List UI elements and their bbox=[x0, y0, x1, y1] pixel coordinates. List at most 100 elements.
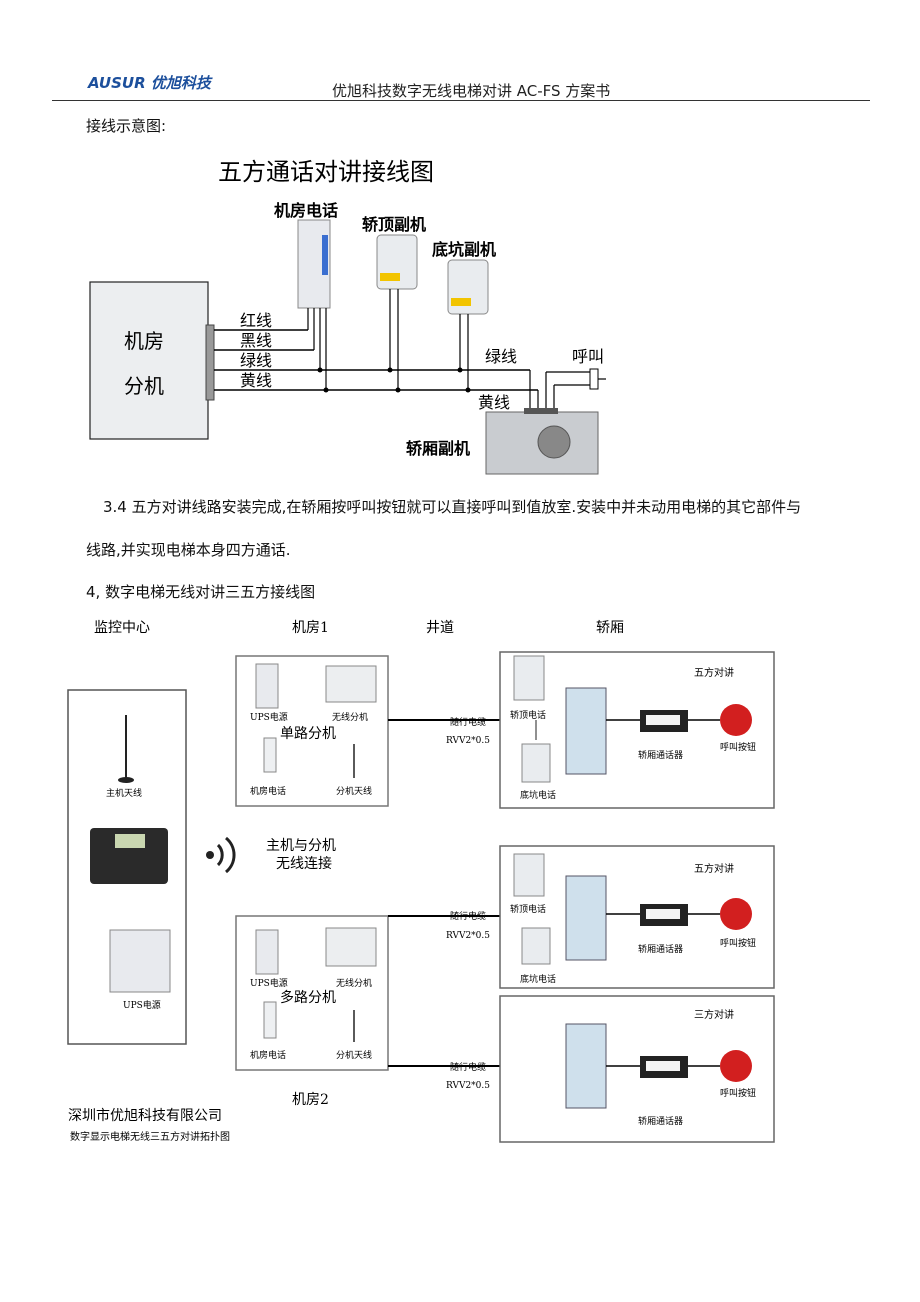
pit-unit-label: 底坑副机 bbox=[432, 240, 496, 259]
wireless-ext-label-room2: 无线分机 bbox=[336, 977, 372, 989]
green-wire-label-right: 绿线 bbox=[485, 347, 517, 366]
single-ext-label: 单路分机 bbox=[280, 726, 336, 742]
car-intercom-label-2: 轿厢通话器 bbox=[638, 943, 683, 955]
three-way-label: 三方对讲 bbox=[694, 1008, 734, 1021]
terminal-block bbox=[205, 324, 215, 401]
col-monitor-center: 监控中心 bbox=[94, 620, 150, 636]
heading-4: 4, 数字电梯无线对讲三五方接线图 bbox=[86, 583, 316, 601]
diagram1-title: 五方通话对讲接线图 bbox=[218, 158, 434, 186]
paragraph-3-4-cont: 线路,并实现电梯本身四方通话. bbox=[86, 541, 291, 559]
company-logo: AUSUR 优旭科技 bbox=[88, 74, 211, 92]
room-phone-device-room2 bbox=[263, 1001, 277, 1039]
junction-dot bbox=[317, 367, 323, 373]
wiring-diagram-five-way: 五方通话对讲接线图 机房电话 轿顶副机 底坑副机 机房 分机 红线 黑线 绿线 … bbox=[89, 158, 606, 475]
wave bbox=[224, 836, 236, 874]
cable-spec-label-1: RVV2*0.5 bbox=[446, 736, 490, 746]
wire-label-black: 黑线 bbox=[240, 331, 272, 350]
junction-dot bbox=[395, 387, 401, 393]
pit-phone-label-1: 底坑电话 bbox=[520, 789, 556, 801]
intercom-label bbox=[646, 1061, 680, 1071]
wireless-ext-device-room1 bbox=[325, 665, 377, 703]
junction-dot bbox=[457, 367, 463, 373]
car-intercom-label-1: 轿厢通话器 bbox=[638, 749, 683, 761]
host-link-line1: 主机与分机 bbox=[266, 838, 336, 854]
ups-device-center bbox=[109, 929, 171, 993]
diagram-caption: 数字显示电梯无线三五方对讲拓扑图 bbox=[70, 1130, 230, 1143]
call-button-icon-2 bbox=[720, 898, 752, 930]
col-room1: 机房1 bbox=[292, 620, 329, 636]
junction-dot bbox=[323, 387, 329, 393]
car-unit-label: 轿厢副机 bbox=[406, 439, 470, 458]
call-button-symbol bbox=[589, 368, 599, 390]
call-label: 呼叫 bbox=[572, 347, 604, 366]
ups-device-room2 bbox=[255, 929, 279, 975]
document-header-title: 优旭科技数字无线电梯对讲 AC-FS 方案书 bbox=[332, 82, 611, 100]
call-button-label-2: 呼叫按钮 bbox=[720, 937, 756, 949]
main-box-line2: 分机 bbox=[124, 374, 164, 398]
car-top-phone-label-2: 轿顶电话 bbox=[510, 903, 546, 915]
ups-label-room1: UPS电源 bbox=[250, 711, 288, 723]
five-way-label-2: 五方对讲 bbox=[694, 862, 734, 875]
car-top-unit-label: 轿顶副机 bbox=[362, 215, 426, 234]
pit-phone-label-2: 底坑电话 bbox=[520, 973, 556, 985]
ext-antenna-label-room1: 分机天线 bbox=[336, 785, 372, 797]
section-label: 接线示意图: bbox=[86, 117, 167, 135]
col-shaft: 井道 bbox=[426, 620, 454, 636]
yellow-wire-label-right: 黄线 bbox=[478, 393, 510, 412]
trailing-cable-label-1: 随行电缆 bbox=[450, 716, 486, 728]
room2-label: 机房2 bbox=[292, 1092, 329, 1108]
car-intercom-label-3: 轿厢通话器 bbox=[638, 1115, 683, 1127]
trailing-cable-label-3: 随行电缆 bbox=[450, 1061, 486, 1073]
machine-room-extension-box bbox=[89, 281, 209, 440]
ups-label-center: UPS电源 bbox=[123, 999, 161, 1011]
room-phone-label-room1: 机房电话 bbox=[250, 785, 286, 797]
machine-room-phone-label: 机房电话 bbox=[274, 201, 338, 220]
car-top-unit-label-plate bbox=[380, 273, 400, 281]
car-top-phone-label-1: 轿顶电话 bbox=[510, 709, 546, 721]
five-way-label-1: 五方对讲 bbox=[694, 666, 734, 679]
wave bbox=[216, 843, 224, 867]
ups-label-room2: UPS电源 bbox=[250, 977, 288, 989]
room-phone-device-room1 bbox=[263, 737, 277, 773]
host-phone-screen bbox=[115, 834, 145, 848]
car-top-phone-device-1 bbox=[513, 655, 545, 701]
call-button-icon-1 bbox=[720, 704, 752, 736]
wire-label-yellow: 黄线 bbox=[240, 371, 272, 390]
call-button-label-3: 呼叫按钮 bbox=[720, 1087, 756, 1099]
host-link-line2: 无线连接 bbox=[276, 855, 332, 872]
call-button-label-1: 呼叫按钮 bbox=[720, 741, 756, 753]
cable-spec-label-3: RVV2*0.5 bbox=[446, 1081, 490, 1091]
intercom-label bbox=[646, 715, 680, 725]
main-antenna-label: 主机天线 bbox=[106, 787, 142, 799]
junction-dot bbox=[387, 367, 393, 373]
wire-label-red: 红线 bbox=[240, 311, 272, 330]
company-name: 深圳市优旭科技有限公司 bbox=[68, 1107, 222, 1124]
elevator-car-icon-3 bbox=[565, 1023, 607, 1109]
pit-unit-label-plate bbox=[451, 298, 471, 306]
cable-spec-label-2: RVV2*0.5 bbox=[446, 931, 490, 941]
car-unit-connector bbox=[524, 408, 558, 414]
main-box-line1: 机房 bbox=[124, 329, 164, 353]
wireless-ext-device-room2 bbox=[325, 927, 377, 967]
trailing-cable-label-2: 随行电缆 bbox=[450, 910, 486, 922]
intercom-label bbox=[646, 909, 680, 919]
wireless-topology-diagram: 监控中心 机房1 井道 轿厢 主机天线 UPS电源 主机与分机 无线连接 UPS… bbox=[67, 620, 775, 1143]
antenna-base bbox=[118, 777, 134, 783]
junction-dot bbox=[465, 387, 471, 393]
room-phone-label-room2: 机房电话 bbox=[250, 1049, 286, 1061]
elevator-car-icon-2 bbox=[565, 875, 607, 961]
wireless-signal-icon bbox=[206, 851, 214, 859]
ext-antenna-label-room2: 分机天线 bbox=[336, 1049, 372, 1061]
car-unit-speaker bbox=[537, 425, 571, 459]
paragraph-3-4: 3.4 五方对讲线路安装完成,在轿厢按呼叫按钮就可以直接呼叫到值放室.安装中并未… bbox=[103, 498, 802, 516]
pit-phone-device-2 bbox=[521, 927, 551, 965]
col-car: 轿厢 bbox=[596, 620, 624, 636]
host-phone-icon bbox=[90, 828, 168, 884]
pit-phone-device-1 bbox=[521, 743, 551, 783]
header-divider bbox=[52, 100, 870, 101]
car-top-phone-device-2 bbox=[513, 853, 545, 897]
elevator-car-icon-1 bbox=[565, 687, 607, 775]
phone-indicator-strip bbox=[322, 235, 328, 275]
wireless-ext-label-room1: 无线分机 bbox=[332, 711, 368, 723]
wire-label-green: 绿线 bbox=[240, 351, 272, 370]
